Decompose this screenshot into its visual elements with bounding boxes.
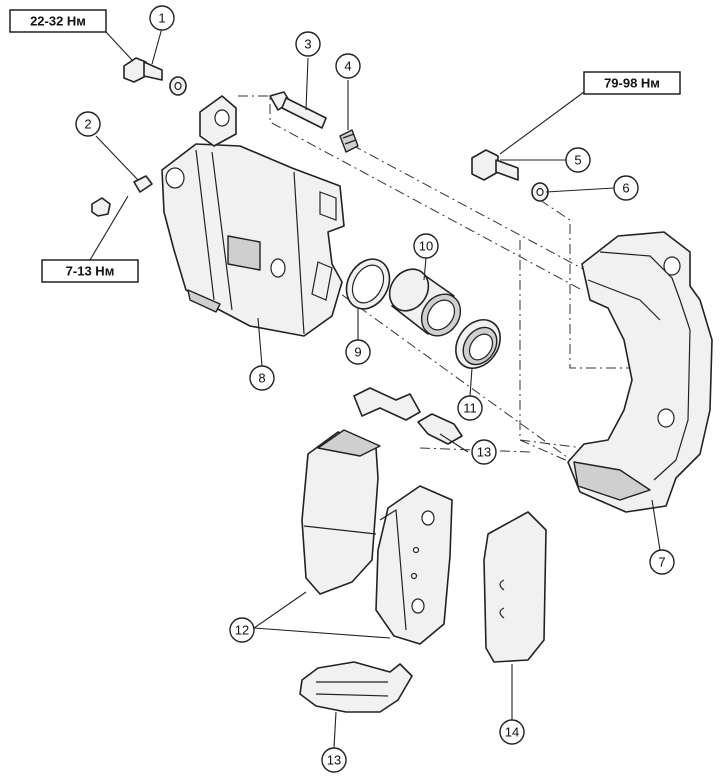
brake-pad-12-inner	[301, 429, 381, 595]
leader-lines	[89, 27, 661, 749]
callout-9: 9	[345, 339, 371, 365]
callout-4-number: 4	[344, 59, 351, 74]
piston-seal-9	[345, 258, 391, 310]
callout-3-number: 3	[304, 37, 311, 52]
torque-label-79-98: 79-98 Нм	[583, 71, 681, 95]
callout-7-number: 7	[658, 555, 665, 570]
pad-spring-13-bottom	[299, 661, 413, 713]
caliper-body-8	[161, 95, 345, 337]
torque-text-bolt-5: 79-98 Нм	[604, 76, 660, 91]
callout-13-top-number: 13	[477, 445, 491, 460]
callout-12: 12	[229, 617, 255, 643]
piston-10	[388, 268, 462, 337]
callout-4: 4	[335, 53, 361, 79]
caliper-bracket-7	[567, 231, 713, 513]
torque-text-bolt-2: 7-13 Нм	[66, 264, 115, 279]
callout-10: 10	[413, 233, 439, 259]
callout-10-number: 10	[419, 239, 433, 254]
mounting-bolt-5	[471, 149, 519, 181]
callout-14: 14	[499, 719, 525, 745]
brake-pad-12-outer	[375, 485, 453, 645]
callout-14-number: 14	[505, 725, 519, 740]
callout-6: 6	[613, 175, 639, 201]
torque-label-22-32: 22-32 Нм	[9, 9, 107, 33]
callout-6-number: 6	[622, 181, 629, 196]
callout-5: 5	[565, 147, 591, 173]
callout-3: 3	[295, 31, 321, 57]
callout-1: 1	[149, 5, 175, 31]
callout-7: 7	[649, 549, 675, 575]
callout-13-bottom-number: 13	[327, 753, 341, 768]
pin-boot-4	[339, 129, 359, 153]
callout-11: 11	[457, 395, 483, 421]
dust-boot-11	[455, 319, 501, 369]
guide-pin-3	[269, 91, 327, 129]
torque-label-7-13: 7-13 Нм	[41, 259, 139, 283]
callout-11-number: 11	[463, 401, 477, 416]
bleeder-screw-2	[91, 175, 153, 217]
callout-12-number: 12	[235, 623, 249, 638]
callout-13-bottom: 13	[321, 747, 347, 773]
washer-6	[531, 182, 549, 202]
bolt-1	[123, 57, 187, 96]
pad-shim-14	[483, 511, 547, 663]
callout-13-top: 13	[471, 439, 497, 465]
callout-9-number: 9	[354, 345, 361, 360]
pad-clip-13-top	[353, 387, 463, 445]
callout-2: 2	[75, 111, 101, 137]
callout-1-number: 1	[158, 11, 165, 26]
callout-8-number: 8	[258, 371, 265, 386]
callout-5-number: 5	[574, 153, 581, 168]
callout-2-number: 2	[84, 117, 91, 132]
callout-8: 8	[249, 365, 275, 391]
torque-text-bolt-1: 22-32 Нм	[30, 14, 86, 29]
